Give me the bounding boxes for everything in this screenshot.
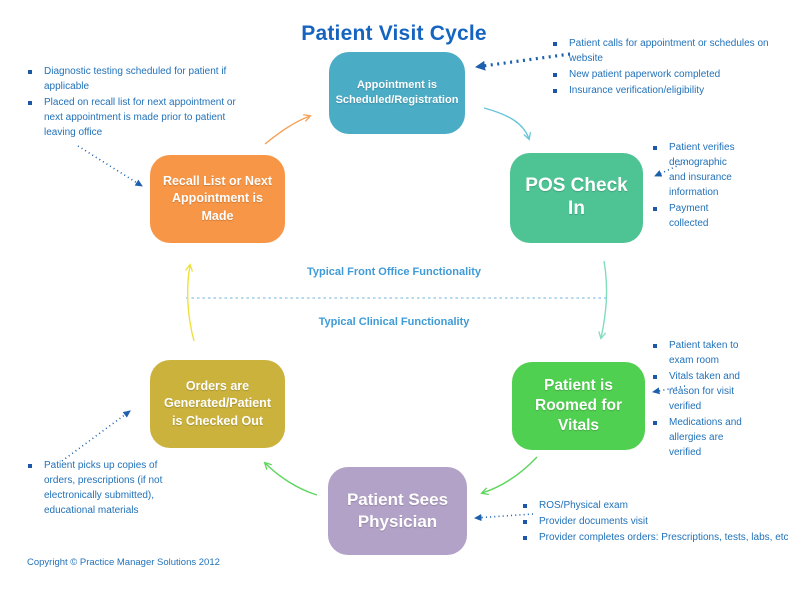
stage-patient-sees-physician: Patient Sees Physician [328,467,467,555]
physician-visit-notes-list: ROS/Physical exam Provider documents vis… [523,498,788,546]
copyright-text: Copyright © Practice Manager Solutions 2… [27,557,220,568]
bullet-icon [653,421,657,425]
stage-label: Patient Sees Physician [346,489,449,531]
note-item: Provider documents visit [523,514,788,529]
stage-appointment-scheduled: Appointment is Scheduled/Registration [329,52,465,134]
note-text: ROS/Physical exam [539,500,628,511]
stage-label: Recall List or Next Appointment is Made [162,173,273,223]
note-item: ROS/Physical exam [523,498,788,513]
bullet-icon [28,101,32,105]
bullet-icon [653,375,657,379]
bullet-icon [653,344,657,348]
arrow-checkout-notes-to-orders [61,410,131,462]
note-text: Payment collected [669,203,709,229]
note-text: Patient calls for appointment or schedul… [569,38,769,64]
note-item: Diagnostic testing scheduled for patient… [28,64,263,94]
stage-orders-generated-checkout: Orders are Generated/Patient is Checked … [150,360,285,448]
note-item: Patient picks up copies of orders, presc… [28,458,193,518]
arrow-physician-to-orders [263,461,318,496]
bullet-icon [523,504,527,508]
note-item: New patient paperwork completed [553,67,788,82]
bullet-icon [553,73,557,77]
arrow-appointment-to-pos [483,107,532,141]
stage-pos-check-in: POS Check In [510,153,643,243]
recall-notes-list: Diagnostic testing scheduled for patient… [28,64,263,141]
bullet-icon [653,207,657,211]
arrow-recall-notes-to-recall [77,145,143,187]
note-text: Patient picks up copies of orders, presc… [44,460,163,516]
note-item: Medications and allergies are verified [653,415,763,460]
rooming-notes-list: Patient taken to exam room Vitals taken … [653,338,763,461]
bullet-icon [553,89,557,93]
bullet-icon [28,464,32,468]
note-item: Provider completes orders: Prescriptions… [523,530,788,545]
note-item: Patient calls for appointment or schedul… [553,36,788,66]
bullet-icon [523,536,527,540]
note-text: Vitals taken and reason for visit verifi… [669,371,740,412]
note-text: Provider documents visit [539,516,648,527]
arrow-roomed-to-physician [480,456,538,496]
note-text: Insurance verification/eligibility [569,85,705,96]
note-text: Diagnostic testing scheduled for patient… [44,66,227,92]
note-text: Patient taken to exam room [669,340,739,366]
check-in-notes-list: Patient verifies demographic and insuran… [653,140,763,232]
note-item: Vitals taken and reason for visit verifi… [653,369,763,414]
scheduling-notes-list: Patient calls for appointment or schedul… [553,36,788,99]
stage-label: Appointment is Scheduled/Registration [335,79,459,106]
clinical-label: Typical Clinical Functionality [318,316,470,328]
bullet-icon [553,42,557,46]
stage-label: Patient is Roomed for Vitals [535,376,622,435]
note-text: Patient verifies demographic and insuran… [669,142,735,198]
front-office-label: Typical Front Office Functionality [307,266,481,278]
note-item: Payment collected [653,201,763,231]
note-item: Placed on recall list for next appointme… [28,95,263,140]
bullet-icon [28,70,32,74]
note-item: Patient verifies demographic and insuran… [653,140,763,200]
note-text: Medications and allergies are verified [669,417,742,458]
checkout-notes-list: Patient picks up copies of orders, presc… [28,458,193,519]
stage-patient-roomed: Patient is Roomed for Vitals [512,362,645,450]
stage-label: POS Check In [525,175,628,219]
note-item: Patient taken to exam room [653,338,763,368]
note-item: Insurance verification/eligibility [553,83,788,98]
stage-label: Orders are Generated/Patient is Checked … [164,378,271,428]
note-text: Placed on recall list for next appointme… [44,97,236,138]
bullet-icon [523,520,527,524]
note-text: Provider completes orders: Prescriptions… [539,532,788,543]
stage-recall-list-next-appointment: Recall List or Next Appointment is Made [150,155,285,243]
arrow-recall-to-appointment [264,114,312,145]
bullet-icon [653,146,657,150]
note-text: New patient paperwork completed [569,69,721,80]
page-title: Patient Visit Cycle [301,22,487,45]
